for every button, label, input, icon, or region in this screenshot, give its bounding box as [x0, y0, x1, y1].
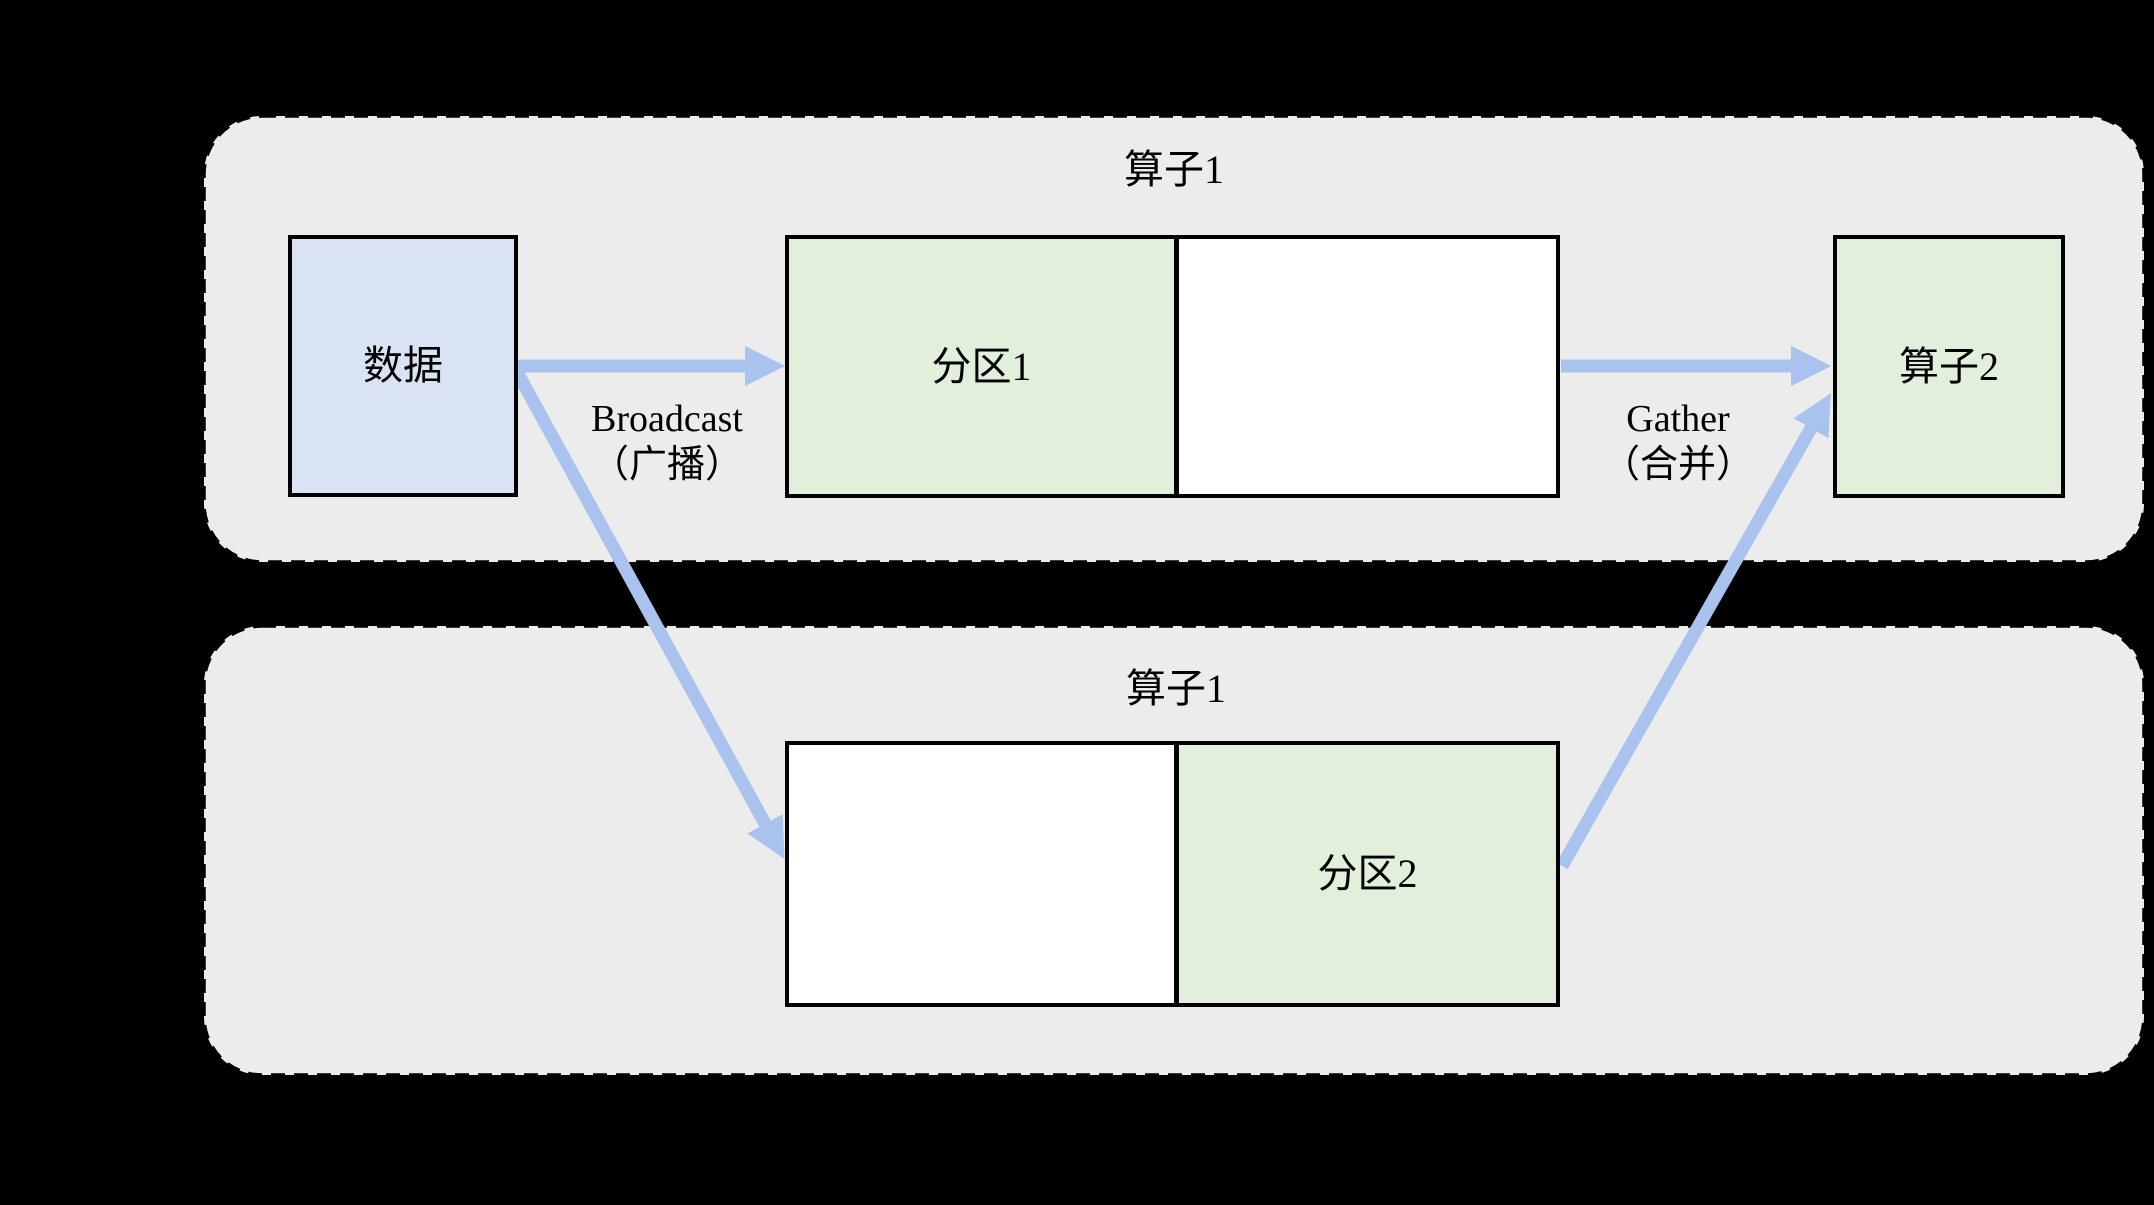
- host1-empty-partition-cell: [1179, 239, 1556, 494]
- partition1-label: 分区1: [931, 343, 1032, 389]
- gather-label-line1: Gather: [1626, 398, 1730, 440]
- partition1-cell: 分区1: [789, 239, 1179, 494]
- host2-empty-partition-cell: [789, 745, 1179, 1003]
- broadcast-arrow-to-partition2: [511, 368, 785, 860]
- data-box-label: 数据: [363, 343, 443, 388]
- partition2-label: 分区2: [1317, 851, 1418, 896]
- data-box: 数据: [288, 235, 518, 497]
- host1-partition-row: 分区1: [785, 235, 1560, 498]
- host2-title: 算子1: [1126, 666, 1226, 711]
- gather-label-line2: （合并）: [1601, 444, 1755, 486]
- broadcast-label-line2: （广播）: [590, 444, 744, 486]
- host1-title: 算子1: [1124, 147, 1224, 192]
- gather-arrow-from-partition2: [1556, 393, 1831, 870]
- operator2-label: 算子2: [1899, 343, 1999, 389]
- broadcast-label-line1: Broadcast: [591, 398, 743, 440]
- operator2-box: 算子2: [1833, 235, 2065, 498]
- gather-edge-label: Gather （合并）: [1602, 396, 1754, 488]
- host2-partition-row: 分区2: [785, 741, 1560, 1007]
- partition2-cell: 分区2: [1179, 745, 1556, 1003]
- broadcast-edge-label: Broadcast （广播）: [591, 396, 743, 488]
